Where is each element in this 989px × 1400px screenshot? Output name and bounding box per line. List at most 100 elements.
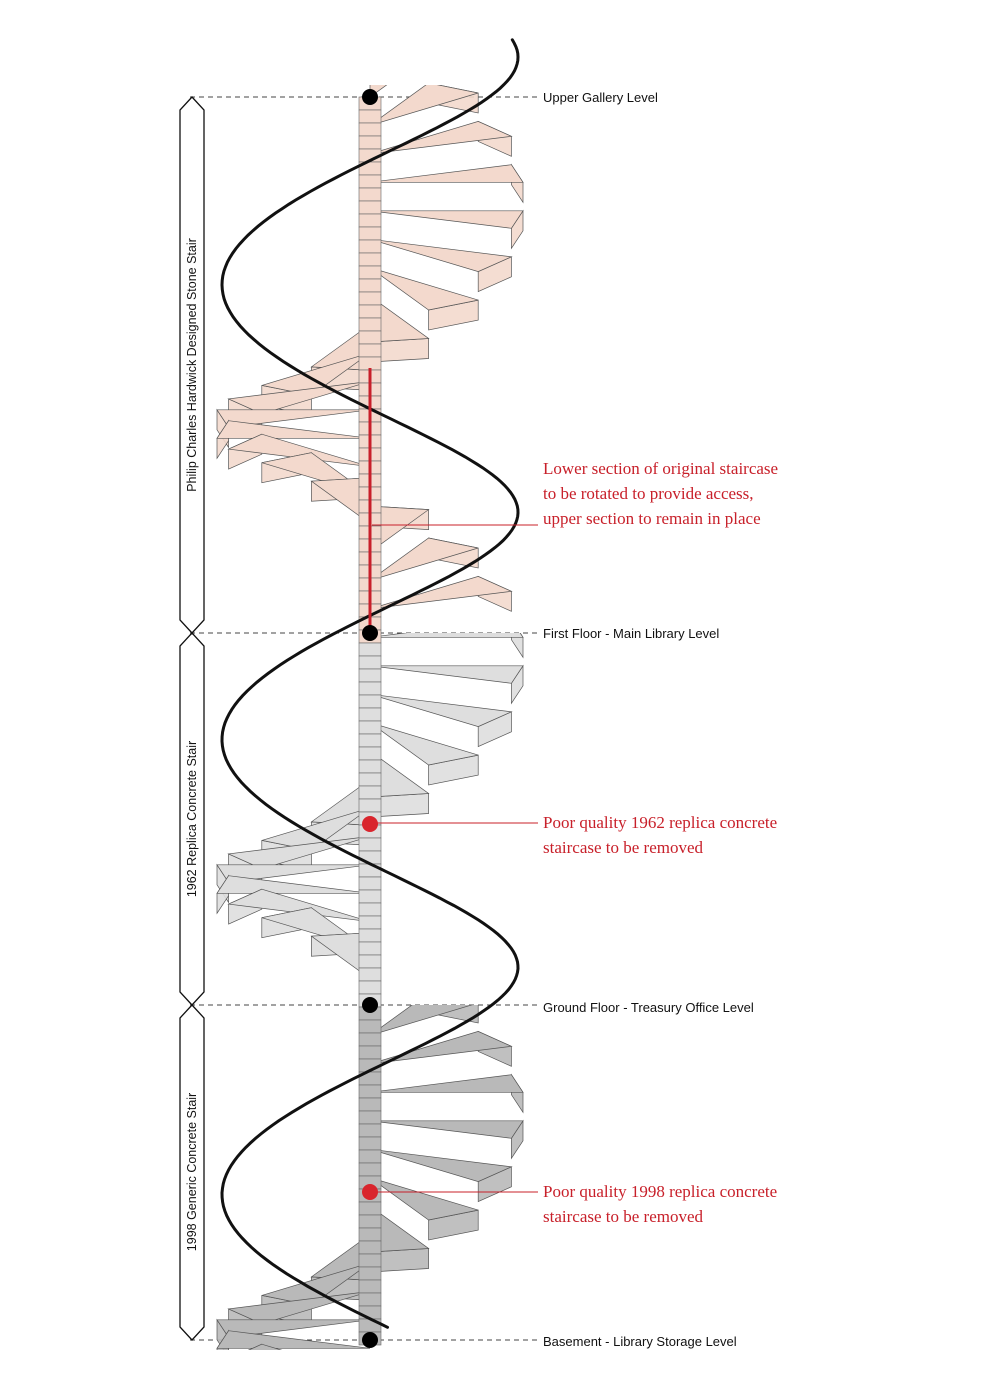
newel-segment (358, 720, 382, 735)
newel-segment (358, 304, 382, 319)
replica-1962-stair-section (216, 633, 524, 980)
newel-segment (358, 226, 382, 241)
marker-upper-gallery (362, 89, 378, 105)
newel-segment (358, 1149, 382, 1164)
stair-tread (216, 1329, 371, 1350)
newel-segment (358, 122, 382, 137)
stair-tread (369, 750, 430, 818)
newel-segment (358, 681, 382, 696)
newel-segment (358, 694, 382, 709)
newel-segment (358, 278, 382, 293)
newel-segment (358, 785, 382, 800)
newel-segment (358, 889, 382, 904)
stair-tread (369, 575, 513, 612)
level-markers (362, 89, 378, 1348)
newel-segment (358, 291, 382, 306)
newel-segment (358, 1123, 382, 1138)
stair-tread (216, 874, 371, 915)
newel-segment (358, 1214, 382, 1229)
newel-segment (358, 174, 382, 189)
newel-segment (358, 265, 382, 280)
stair-tread (248, 1343, 283, 1350)
note-stone-line-3: upper section to remain in place (543, 509, 761, 528)
note-stone-line-2: to be rotated to provide access, (543, 484, 754, 503)
stair-tread (369, 120, 513, 157)
stair-tread (369, 85, 479, 126)
newel-segment (358, 941, 382, 956)
newel-segment (358, 187, 382, 202)
newel-segment (358, 239, 382, 254)
stair-tread (369, 163, 524, 204)
stair-tread (216, 863, 371, 904)
stair-tread (369, 85, 388, 98)
generic-1998-stair-section (216, 1005, 524, 1350)
handrail-helix (220, 38, 520, 1329)
stair-tread (227, 888, 371, 925)
section-label-1962: 1962 Replica Concrete Stair (185, 741, 199, 897)
newel-segment (358, 1227, 382, 1242)
stair-tread (369, 209, 524, 250)
stair-tread (369, 664, 524, 705)
newel-segment (358, 213, 382, 228)
stair-tread (369, 693, 513, 748)
stone-stair-section (216, 85, 524, 612)
newel-segment (358, 798, 382, 813)
newel-segment (358, 317, 382, 332)
newel-segment (358, 928, 382, 943)
level-labels: Upper Gallery Level First Floor - Main L… (543, 90, 754, 1349)
newel-segment (358, 850, 382, 865)
marker-ground-floor (362, 997, 378, 1013)
stair-tread (369, 1005, 479, 1036)
marker-1962-removal (362, 816, 378, 832)
newel-segment (358, 1292, 382, 1307)
newel-segment (358, 642, 382, 657)
stair-tread (369, 1030, 513, 1067)
newel-segment (358, 772, 382, 787)
level-label-first-floor: First Floor - Main Library Level (543, 626, 719, 641)
section-label-stone: Philip Charles Hardwick Designed Stone S… (185, 238, 199, 492)
newel-segment (358, 954, 382, 969)
newel-segment (358, 343, 382, 358)
stair-tread (369, 537, 479, 581)
newel-segment (358, 1097, 382, 1112)
note-stone-line-1: Lower section of original staircase (543, 459, 778, 478)
newel-segment (358, 1045, 382, 1060)
newel-segment (358, 1253, 382, 1268)
newel-segment (358, 707, 382, 722)
newel-post (358, 96, 382, 1346)
level-label-basement: Basement - Library Storage Level (543, 1334, 737, 1349)
newel-segment (358, 668, 382, 683)
newel-segment (358, 200, 382, 215)
newel-segment (358, 746, 382, 761)
newel-segment (358, 1110, 382, 1125)
newel-segment (358, 733, 382, 748)
note-1962-line-2: staircase to be removed (543, 838, 704, 857)
stair-tread (369, 1119, 524, 1160)
newel-segment (358, 967, 382, 982)
newel-segment (358, 837, 382, 852)
newel-segment (358, 1019, 382, 1034)
level-label-ground-floor: Ground Floor - Treasury Office Level (543, 1000, 754, 1015)
removal-markers (362, 816, 378, 1200)
spiral-stairs (216, 85, 524, 1350)
newel-segment (358, 1266, 382, 1281)
newel-segment (358, 252, 382, 267)
note-1998-line-1: Poor quality 1998 replica concrete (543, 1182, 777, 1201)
newel-segment (358, 876, 382, 891)
newel-segment (358, 1240, 382, 1255)
leader-lines (370, 524, 538, 1193)
section-labels: Philip Charles Hardwick Designed Stone S… (185, 238, 199, 1251)
marker-basement (362, 1332, 378, 1348)
stair-tread (369, 505, 430, 553)
newel-segment (358, 1136, 382, 1151)
newel-segment (358, 1305, 382, 1320)
newel-segment (358, 655, 382, 670)
marker-1998-removal (362, 1184, 378, 1200)
newel-segment (358, 759, 382, 774)
stair-tread (369, 267, 479, 331)
newel-segment (358, 135, 382, 150)
stair-tread (369, 1073, 524, 1114)
newel-segment (358, 330, 382, 345)
marker-first-floor (362, 625, 378, 641)
